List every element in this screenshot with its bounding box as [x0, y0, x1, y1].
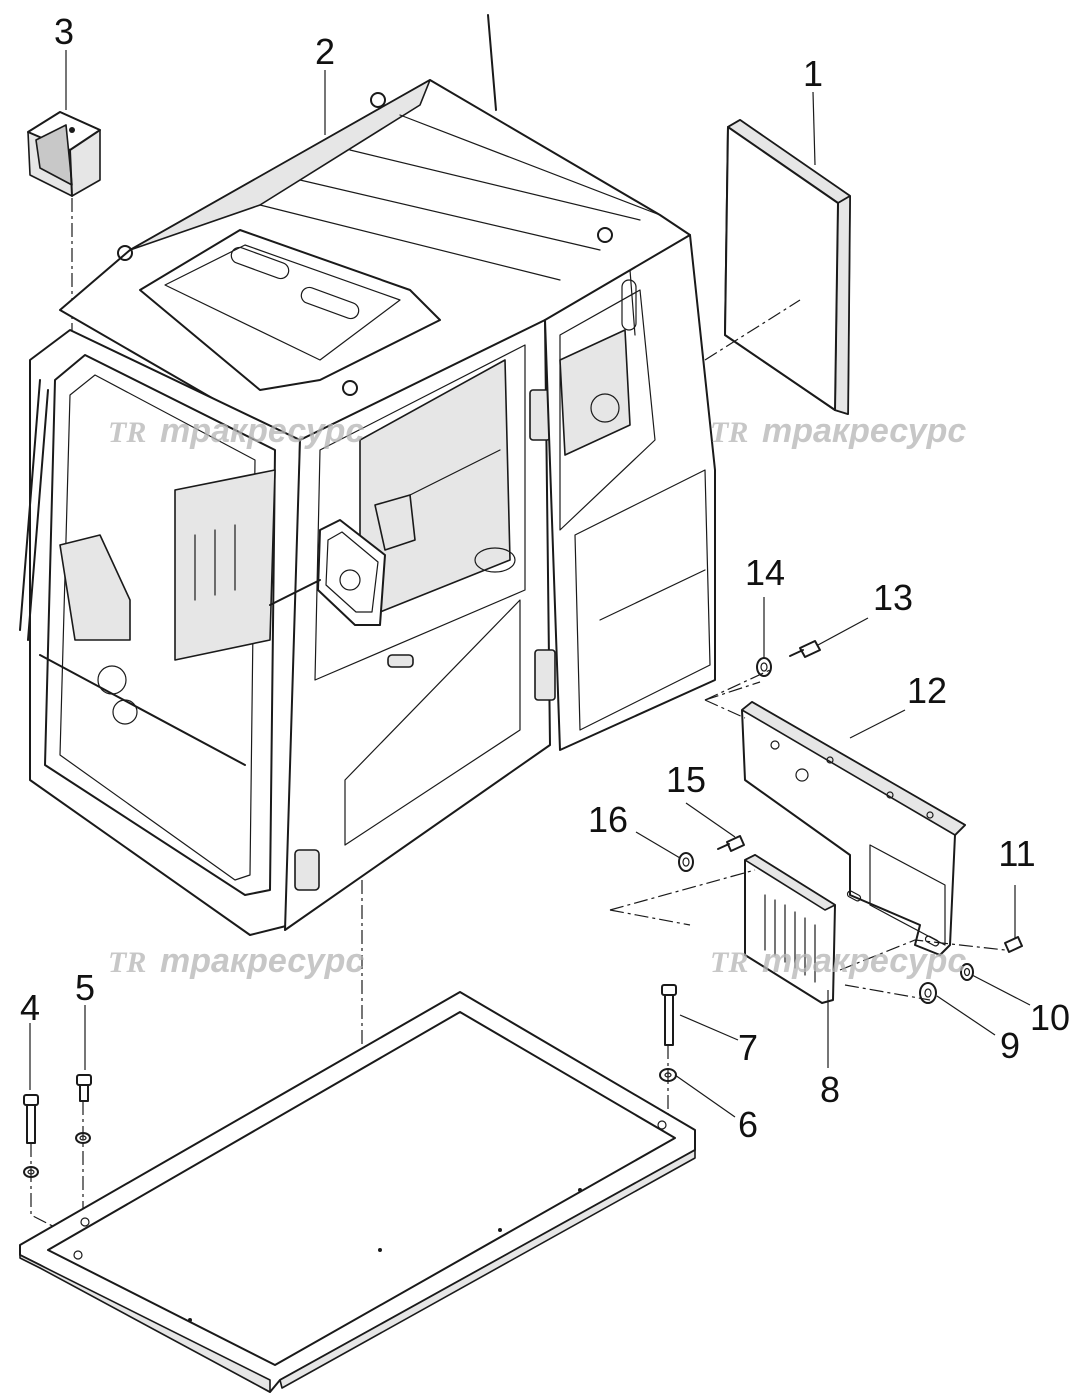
dash-line-part-9 [844, 984, 931, 1001]
part-16-washer [678, 852, 694, 872]
callout-10: 10 [1030, 997, 1070, 1038]
watermark-logo: TR [108, 416, 146, 449]
dash-line-part-12b [704, 699, 746, 719]
watermark-bottom-right: TR тракресурс [710, 942, 966, 980]
callout-13: 13 [873, 577, 913, 618]
dash-line-part-12 [704, 681, 761, 701]
callout-6: 6 [738, 1104, 758, 1145]
callout-3: 3 [54, 11, 74, 52]
callout-8: 8 [820, 1069, 840, 1110]
watermark-bottom-left: TR тракресурс [108, 942, 364, 980]
part-2-operator-cab [19, 14, 716, 936]
dash-line-part-8a [609, 869, 756, 911]
part-9-washer [919, 982, 937, 1004]
callout-16: 16 [588, 799, 628, 840]
part-10-washer [960, 963, 974, 981]
dash-line-part-8b [609, 909, 691, 926]
callout-14: 14 [745, 552, 785, 593]
part-15-bolt [717, 835, 745, 852]
watermark-logo: TR [108, 946, 146, 979]
callout-15: 15 [666, 759, 706, 800]
base-frame [19, 991, 696, 1393]
callout-5: 5 [75, 967, 95, 1008]
callout-1: 1 [803, 53, 823, 94]
watermark-top-right: TR тракресурс [710, 412, 966, 450]
part-12-mounting-plate [741, 701, 966, 956]
part-8-vent-cover [744, 854, 836, 1004]
part-7-long-bolt [661, 984, 677, 1046]
watermark-logo: TR [710, 416, 748, 449]
part-3-bracket-cover [27, 111, 101, 197]
watermark-text: тракресурс [160, 412, 364, 450]
dash-line-part-11 [839, 939, 1006, 971]
part-1-filter-panel [724, 119, 851, 415]
part-14-washer [756, 657, 772, 677]
dash-line-part-14 [704, 669, 771, 701]
watermark-top-left: TR тракресурс [108, 412, 364, 450]
callout-2: 2 [315, 31, 335, 72]
watermark-text: тракресурс [762, 412, 966, 450]
watermark-text: тракресурс [762, 942, 966, 980]
part-4-bolt [23, 1094, 39, 1178]
callout-11: 11 [998, 833, 1035, 874]
callout-7: 7 [738, 1027, 758, 1068]
callout-4: 4 [20, 987, 40, 1028]
part-13-bolt [789, 640, 821, 658]
part-11-bolt [1004, 936, 1023, 953]
dash-line-part-1 [704, 299, 801, 361]
watermark-logo: TR [710, 946, 748, 979]
leader-lines [29, 50, 1031, 1118]
callout-12: 12 [907, 670, 947, 711]
callout-9: 9 [1000, 1025, 1020, 1066]
watermark-text: тракресурс [160, 942, 364, 980]
